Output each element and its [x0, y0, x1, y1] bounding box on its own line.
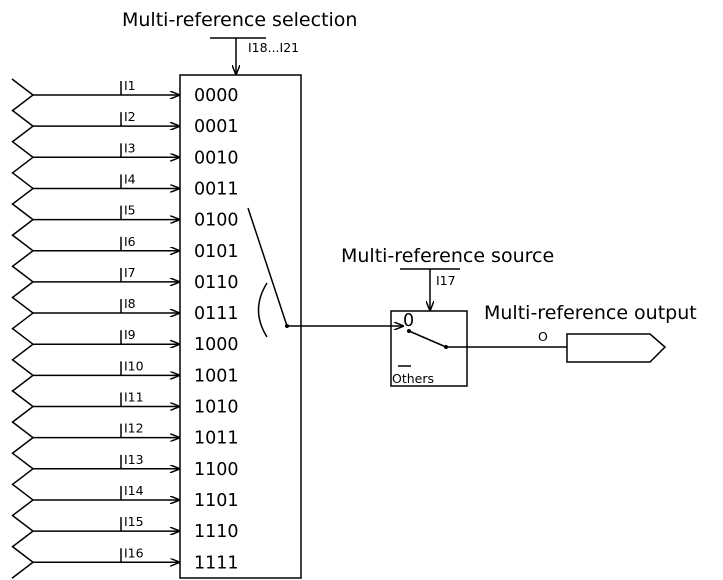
selection-code: 0010 [194, 148, 239, 168]
input-label: I14 [124, 483, 144, 498]
input-label: I13 [124, 452, 144, 467]
input-source-symbol [11, 358, 35, 392]
output-title: Multi-reference output [484, 302, 697, 324]
input-source-symbol [11, 265, 35, 299]
input-row: I1 0000 [11, 78, 239, 112]
input-row: I10 1001 [11, 358, 239, 392]
selection-code: 1001 [194, 366, 239, 386]
switch-zero-label: 0 [403, 311, 414, 331]
selection-code: 0111 [194, 304, 239, 324]
input-row: I11 1010 [11, 389, 239, 424]
input-label: I15 [124, 514, 144, 529]
source-signal-label: I17 [436, 273, 456, 288]
selection-code: 1010 [194, 398, 239, 418]
input-label: I12 [124, 421, 144, 436]
input-row: I3 0010 [11, 140, 239, 174]
input-row: I6 0101 [11, 234, 239, 268]
input-row: I15 1110 [11, 514, 239, 548]
input-label: I16 [124, 545, 144, 560]
input-source-symbol [11, 109, 35, 143]
input-row: I8 0111 [11, 296, 239, 330]
input-row: I5 0100 [11, 203, 239, 237]
selection-code: 0000 [194, 86, 239, 106]
selection-code: 0011 [194, 179, 239, 199]
selection-code: 1011 [194, 429, 239, 449]
selector-arc [257, 282, 268, 338]
input-source-symbol [11, 296, 35, 330]
selection-code: 1111 [194, 553, 239, 573]
input-row: I9 1000 [11, 327, 239, 361]
selection-code: 0101 [194, 242, 239, 262]
input-source-symbol [11, 203, 35, 237]
input-row: I12 1011 [11, 421, 239, 455]
input-label: I3 [124, 140, 136, 155]
input-label: I8 [124, 296, 136, 311]
input-source-symbol [11, 234, 35, 268]
input-label: I7 [124, 265, 136, 280]
input-label: I9 [124, 327, 136, 342]
input-label: I5 [124, 203, 136, 218]
output-signal-label: O [538, 329, 548, 344]
input-source-symbol [11, 327, 35, 361]
input-row: I14 1101 [11, 483, 239, 517]
input-label: I11 [124, 390, 144, 405]
source-switch-block [390, 310, 468, 387]
input-source-symbol [11, 421, 35, 455]
output-terminal [566, 333, 667, 363]
input-row: I16 1111 [11, 545, 239, 579]
input-source-symbol [11, 389, 35, 424]
selection-code: 0001 [194, 117, 239, 137]
switch-others-label: Others [392, 371, 434, 386]
input-row: I4 0011 [11, 171, 239, 206]
selection-code: 1000 [194, 335, 239, 355]
source-title: Multi-reference source [341, 245, 554, 267]
selection-code: 0100 [194, 211, 239, 231]
input-source-symbol [11, 514, 35, 548]
input-source-symbol [11, 140, 35, 174]
input-source-symbol [11, 452, 35, 486]
selection-code: 1101 [194, 491, 239, 511]
input-source-symbol [11, 171, 35, 206]
input-source-symbol [11, 483, 35, 517]
selection-code: 1100 [194, 460, 239, 480]
selection-code: 0110 [194, 273, 239, 293]
input-source-symbol [11, 545, 35, 579]
input-label: I1 [124, 78, 136, 93]
input-label: I10 [124, 358, 144, 373]
input-label: I4 [124, 171, 136, 186]
input-source-symbol [11, 78, 35, 112]
input-label: I2 [124, 109, 136, 124]
input-row: I13 1100 [11, 452, 239, 486]
input-label: I6 [124, 234, 136, 249]
selector-arm [247, 207, 288, 327]
selection-code: 1110 [194, 522, 239, 542]
switch-blade [408, 330, 447, 348]
selection-title: Multi-reference selection [122, 9, 357, 31]
selection-signal-label: I18...I21 [248, 40, 299, 55]
input-row: I2 0001 [11, 109, 239, 143]
input-row: I7 0110 [11, 265, 239, 299]
